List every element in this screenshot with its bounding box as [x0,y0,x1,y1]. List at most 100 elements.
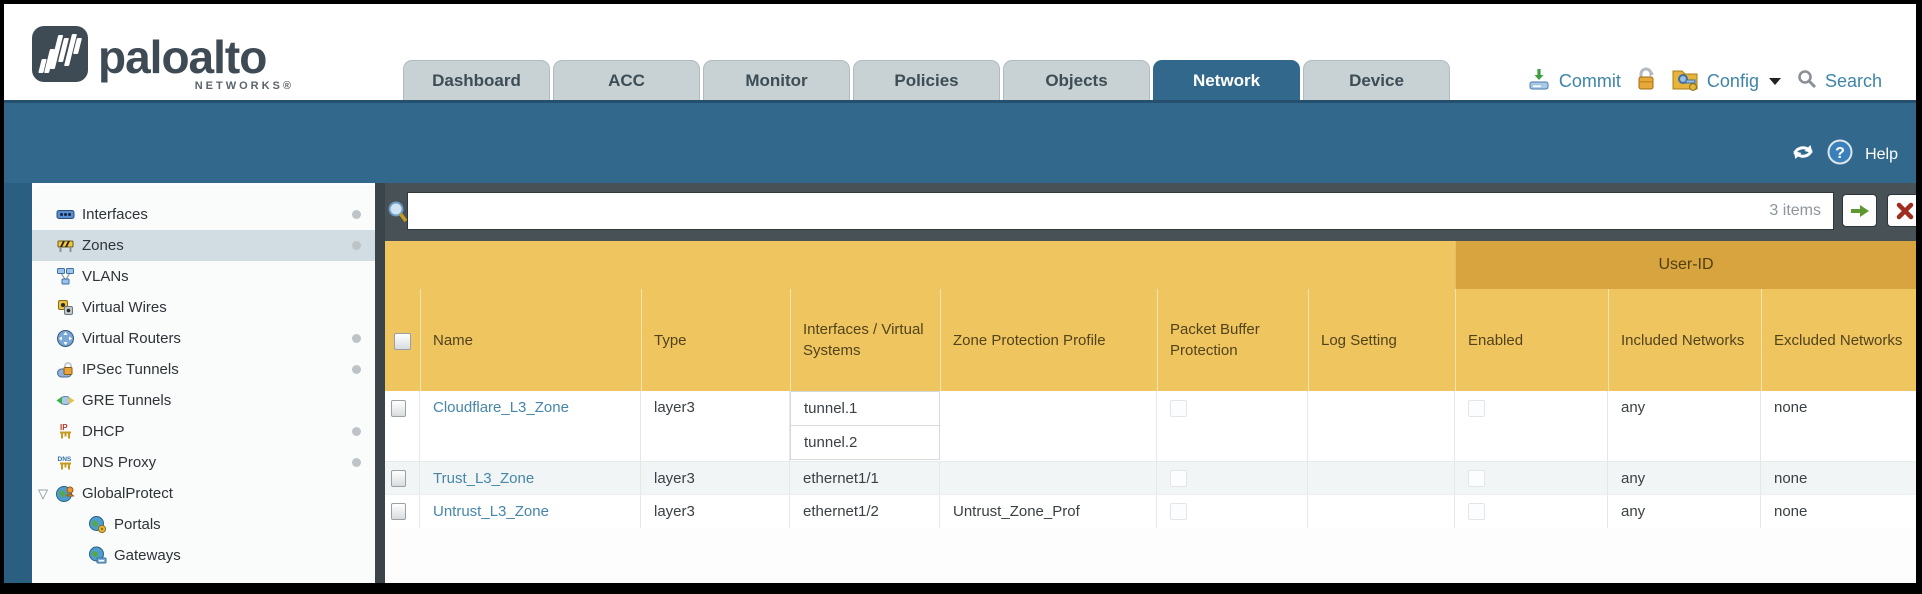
user-id-enabled-checkbox[interactable] [1468,503,1485,520]
table-row: Trust_L3_Zone layer3 ethernet1/1 any non… [385,461,1916,494]
gateways-icon [88,546,107,565]
sidebar-item-virtual-wires[interactable]: Virtual Wires [32,292,375,323]
excluded-networks: none [1774,503,1808,520]
zone-interfaces: ethernet1/1 [790,462,940,494]
tab-policies[interactable]: Policies [853,60,1000,100]
svg-text:IP: IP [60,423,68,432]
sidebar-item-ipsec-tunnels[interactable]: IPSec Tunnels [32,354,375,385]
refresh-icon[interactable] [1791,141,1815,168]
tab-acc[interactable]: ACC [553,60,700,100]
zones-table-body: Cloudflare_L3_Zone layer3 tunnel.1 tunne… [385,391,1916,528]
zone-name-link[interactable]: Trust_L3_Zone [433,469,535,487]
zone-protection-profile [940,462,1157,494]
col-header-packet-buffer-protection[interactable]: Packet Buffer Protection [1157,289,1308,391]
sidebar-item-vlans[interactable]: VLANs [32,261,375,292]
clear-filter-button[interactable] [1887,194,1916,227]
user-id-group-header: User-ID [1455,241,1916,289]
virtual-routers-icon [56,329,75,348]
sidebar-item-globalprotect[interactable]: ▽ GlobalProtect [32,478,375,509]
zones-content: 3 items User-ID Name Type Interfaces / [385,183,1916,583]
vlans-icon [56,267,75,286]
utility-bar: Commit Config [1527,62,1882,100]
filter-search-icon [387,200,409,229]
zone-type: layer3 [641,391,790,461]
zone-name-link[interactable]: Untrust_L3_Zone [433,503,549,520]
items-count: 3 items [1769,202,1821,219]
tab-monitor[interactable]: Monitor [703,60,850,100]
user-id-enabled-checkbox[interactable] [1468,400,1485,417]
zone-type: layer3 [641,495,790,528]
packet-buffer-protection-checkbox[interactable] [1170,503,1187,520]
col-header-type[interactable]: Type [641,289,790,391]
teal-band: ? Help [4,100,1916,183]
ipsec-tunnels-icon [56,360,75,379]
tab-dashboard[interactable]: Dashboard [403,60,550,100]
col-header-excluded-networks[interactable]: Excluded Networks [1761,289,1916,391]
filter-input[interactable] [408,193,1770,229]
sidebar-item-label: DHCP [82,423,125,440]
included-networks: any [1608,495,1761,528]
packet-buffer-protection-checkbox[interactable] [1170,400,1187,417]
sidebar-item-label: Gateways [114,547,181,564]
user-id-enabled-checkbox[interactable] [1468,469,1485,487]
row-checkbox[interactable] [391,503,406,520]
expand-triangle-icon[interactable]: ▽ [38,486,48,501]
zone-interfaces: ethernet1/2 [790,495,940,528]
zone-protection-profile [940,391,1157,461]
search-button[interactable]: Search [1824,70,1882,91]
col-header-included-networks[interactable]: Included Networks [1608,289,1761,391]
help-label[interactable]: Help [1865,145,1898,163]
sidebar-item-zones[interactable]: Zones [32,230,375,261]
tab-objects[interactable]: Objects [1003,60,1150,100]
search-icon [1797,69,1817,94]
sidebar-item-label: GRE Tunnels [82,392,172,409]
config-button[interactable]: Config [1706,70,1759,91]
commit-button[interactable]: Commit [1558,70,1621,91]
sidebar-item-gateways[interactable]: Gateways [32,540,375,571]
log-setting [1308,495,1455,528]
packet-buffer-protection-checkbox[interactable] [1170,469,1187,487]
lock-icon[interactable] [1635,66,1657,97]
top-bar: paloalto NETWORKS® Dashboard ACC Monitor… [4,4,1916,100]
paloalto-logo-icon [32,26,88,82]
tab-device[interactable]: Device [1303,60,1450,100]
col-header-name[interactable]: Name [420,289,641,391]
status-dot [352,427,361,436]
filter-bar: 3 items [385,183,1916,241]
tab-network[interactable]: Network [1153,60,1300,100]
sidebar-item-dns-proxy[interactable]: DNS DNS Proxy [32,447,375,478]
zone-name-link[interactable]: Cloudflare_L3_Zone [433,399,569,416]
brand-subtitle: NETWORKS® [194,80,294,92]
table-row: Untrust_L3_Zone layer3 ethernet1/2 Untru… [385,494,1916,528]
sidebar-item-gre-tunnels[interactable]: GRE Tunnels [32,385,375,416]
filter-input-wrap: 3 items [407,192,1834,230]
chevron-down-icon[interactable] [1768,77,1781,85]
col-header-zone-protection-profile[interactable]: Zone Protection Profile [940,289,1157,391]
row-checkbox[interactable] [391,469,406,487]
zones-icon [56,236,75,255]
sidebar-item-label: Portals [114,516,161,533]
sidebar-item-portals[interactable]: Portals [32,509,375,540]
left-rail [4,183,32,583]
brand-name: paloalto [98,31,267,83]
row-checkbox[interactable] [391,400,406,417]
col-header-log-setting[interactable]: Log Setting [1308,289,1455,391]
sidebar-item-interfaces[interactable]: Interfaces [32,199,375,230]
log-setting [1308,462,1455,494]
dns-proxy-icon: DNS [56,453,75,472]
apply-filter-button[interactable] [1842,194,1877,227]
sidebar-item-label: Virtual Wires [82,299,167,316]
globalprotect-icon [56,484,75,503]
zone-type: layer3 [641,462,790,494]
select-all-checkbox[interactable] [394,333,411,350]
log-setting [1308,391,1455,461]
commit-icon [1527,67,1551,96]
gre-tunnels-icon [56,391,75,410]
interfaces-icon [56,205,75,224]
sidebar-item-dhcp[interactable]: IP DHCP [32,416,375,447]
col-header-interfaces[interactable]: Interfaces / Virtual Systems [790,289,940,391]
dhcp-icon: IP [56,422,75,441]
help-icon[interactable]: ? [1827,139,1853,170]
col-header-enabled[interactable]: Enabled [1455,289,1608,391]
sidebar-item-virtual-routers[interactable]: Virtual Routers [32,323,375,354]
